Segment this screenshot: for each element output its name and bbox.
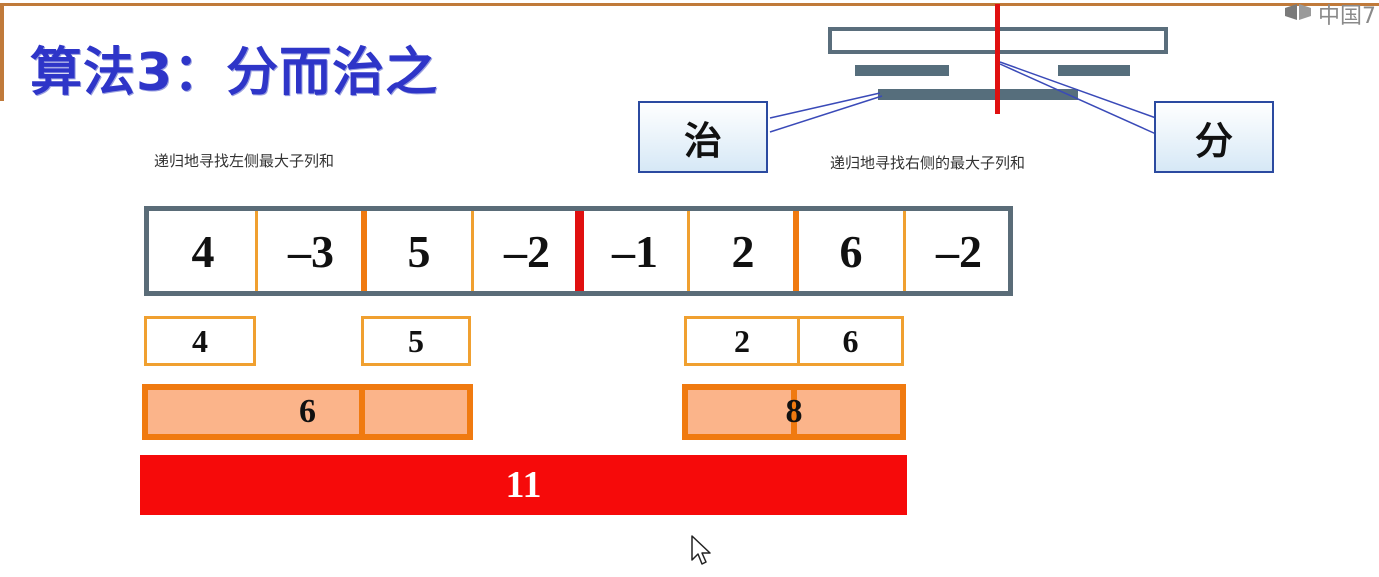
level3-total-box: 11 [140, 455, 907, 515]
array-divider-middle [575, 211, 584, 291]
array-cell: –2 [936, 225, 982, 277]
schematic-merge-bar [878, 89, 1078, 100]
array-divider [471, 211, 474, 291]
array-divider-quarter [361, 211, 367, 291]
array-cell: 6 [839, 225, 863, 277]
schematic-split-line [995, 4, 1000, 114]
array-divider [255, 211, 258, 291]
level2-right-divider [791, 390, 797, 434]
level1-box-left-value: 2 [734, 322, 750, 359]
mouse-pointer-icon [691, 535, 711, 565]
level1-box: 5 [361, 316, 471, 366]
caption-right: 递归地寻找右侧的最大子列和 [830, 154, 1026, 172]
schematic-right-bar [1058, 65, 1130, 76]
callout-conquer: 治 [638, 101, 768, 173]
level1-box: 4 [144, 316, 256, 366]
array-cell: –2 [504, 225, 550, 277]
caption-left: 递归地寻找左侧最大子列和 [154, 152, 335, 170]
level1-box-pair: 2 6 [684, 316, 904, 366]
slide-title: 算法3：分而治之 [30, 43, 439, 103]
level1-box-divider [797, 319, 800, 363]
header-left-rule [0, 3, 4, 101]
input-array: 4 –3 5 –2 –1 2 6 –2 [144, 206, 1013, 296]
array-cell: 4 [191, 225, 215, 277]
array-divider [687, 211, 690, 291]
level2-left-divider [359, 390, 365, 434]
watermark-text: 中国7 [1318, 4, 1376, 29]
level2-right-sum: 8 [785, 393, 803, 430]
callout-divide: 分 [1154, 101, 1274, 173]
header-top-rule [0, 3, 1379, 6]
array-cell: –3 [288, 225, 334, 277]
level2-left-box: 6 [142, 384, 473, 440]
level1-box-right-value: 6 [842, 322, 859, 359]
schematic-left-bar [855, 65, 949, 76]
watermark-logo-icon [1285, 4, 1311, 20]
array-cell: –1 [612, 225, 658, 277]
level2-left-sum: 6 [299, 393, 316, 430]
array-cell: 5 [407, 225, 431, 277]
array-cell: 2 [731, 225, 755, 277]
level2-right-box: 8 [682, 384, 906, 440]
array-divider [903, 211, 906, 291]
array-divider-quarter [793, 211, 799, 291]
